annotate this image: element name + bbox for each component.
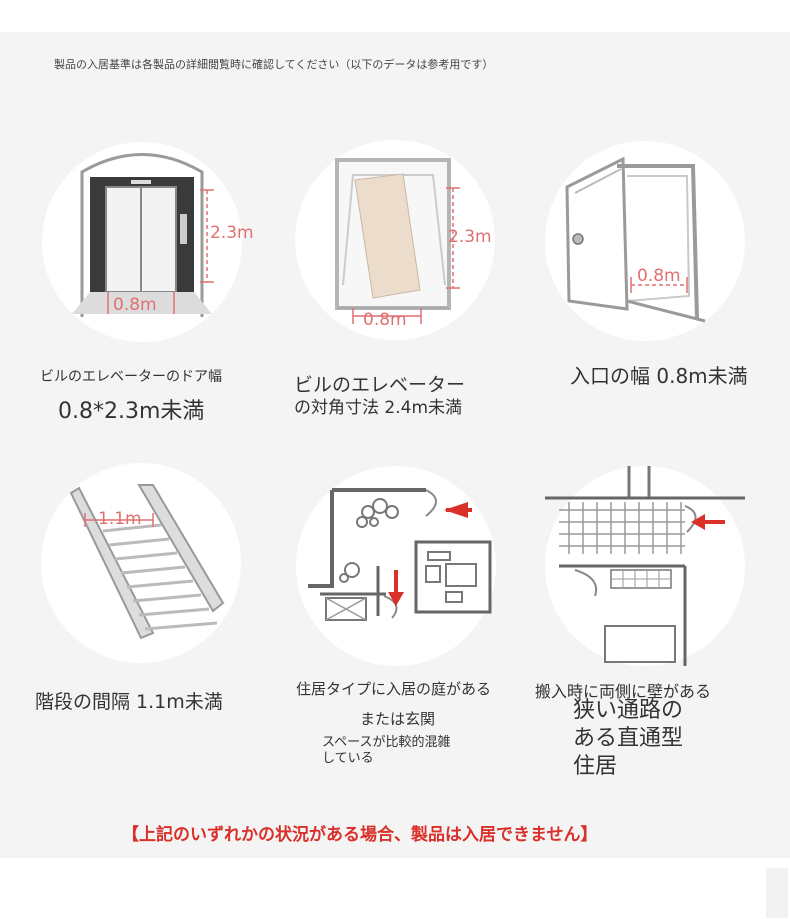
caption-elevator-door-label: ビルのエレベーターのドア幅 xyxy=(40,369,222,385)
elevator-diagonal-icon: 2.3m 0.8m xyxy=(295,140,495,340)
floorplan-courtyard-icon xyxy=(296,466,496,666)
footer-warning: 【上記のいずれかの状況がある場合、製品は入居できません】 xyxy=(122,825,598,845)
dimension-height-label: 2.3m xyxy=(448,227,492,247)
caption-passage-line1: 搬入時に両側に壁がある xyxy=(535,682,712,701)
caption-courtyard-line4: している xyxy=(322,751,374,766)
dimension-width-label: 0.8m xyxy=(363,310,407,330)
side-strip xyxy=(766,868,788,918)
staircase-icon: 1.1m xyxy=(41,463,241,663)
narrow-passage-icon xyxy=(545,466,745,666)
entrance-door-icon: 0.8m xyxy=(545,141,745,341)
header-note: 製品の入居基準は各製品の詳細閲覧時に確認してください（以下のデータは参考用です） xyxy=(54,58,494,71)
caption-courtyard-line2: または玄関 xyxy=(360,710,436,728)
caption-stair-width: 階段の間隔 1.1m未満 xyxy=(35,691,223,713)
caption-passage-line4: 住居 xyxy=(573,754,618,779)
caption-courtyard-line1: 住居タイプに入居の庭がある xyxy=(296,680,492,698)
caption-passage-line3: ある直通型 xyxy=(573,726,684,751)
caption-elevator-diagonal-label: ビルのエレベーター xyxy=(294,374,466,396)
dimension-width-label: 0.8m xyxy=(637,266,681,286)
dimension-width-label: 0.8m xyxy=(113,295,157,315)
caption-entrance-width: 入口の幅 0.8m未満 xyxy=(570,364,748,388)
dimension-width-label: 1.1m xyxy=(98,509,142,529)
dimension-height-label: 2.3m xyxy=(210,223,254,243)
caption-elevator-door-value: 0.8*2.3m未満 xyxy=(58,399,205,424)
caption-elevator-diagonal-value: の対角寸法 2.4m未満 xyxy=(294,398,462,418)
elevator-door-icon: 2.3m 0.8m xyxy=(42,142,254,342)
caption-courtyard-line3: スペースが比較的混雑 xyxy=(322,735,451,750)
caption-passage-line2: 狭い通路の xyxy=(573,698,684,723)
